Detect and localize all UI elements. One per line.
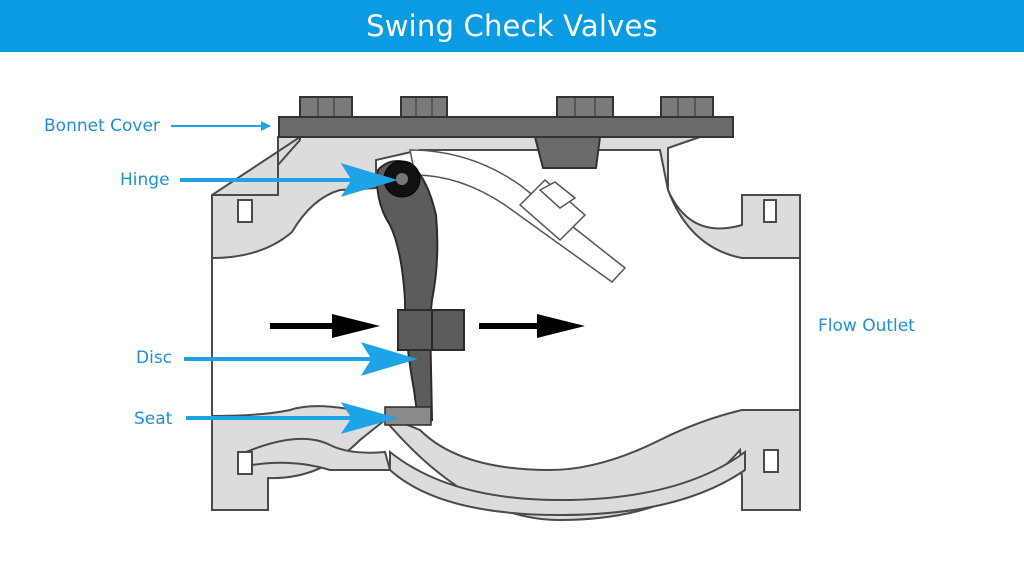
label-flow-outlet: Flow Outlet — [818, 316, 915, 336]
title-banner: Swing Check Valves — [0, 0, 1024, 52]
left-lower-notch — [237, 451, 253, 475]
flow-in-icon — [270, 314, 380, 338]
label-seat: Seat — [134, 409, 173, 429]
hinge-arrow — [180, 163, 398, 197]
bonnet-cover — [278, 96, 734, 169]
flow-passage — [211, 149, 801, 472]
bonnet-plate — [278, 116, 734, 138]
open-disc-outline — [409, 149, 627, 283]
bonnet-nut — [299, 96, 353, 118]
label-disc: Disc — [136, 348, 173, 368]
label-hinge: Hinge — [120, 170, 170, 190]
seat-arrow — [186, 402, 398, 434]
bonnet-nut — [556, 96, 614, 118]
right-flange-notch — [763, 199, 777, 223]
bonnet-boss — [533, 136, 602, 169]
lower-cavity — [245, 437, 746, 517]
hinge-pin-inner — [396, 173, 408, 185]
disc-assembly — [376, 160, 465, 426]
bonnet-nut — [660, 96, 714, 118]
disc-arrow — [184, 342, 418, 376]
label-bonnet-cover: Bonnet Cover — [44, 116, 160, 136]
bonnet-nut — [400, 96, 448, 118]
leader-arrows — [171, 121, 418, 434]
left-flange-notch — [237, 199, 253, 223]
flow-out-icon — [479, 314, 585, 338]
seat-ring — [384, 406, 432, 426]
diagram-title: Swing Check Valves — [366, 9, 658, 43]
right-lower-notch — [763, 449, 779, 473]
